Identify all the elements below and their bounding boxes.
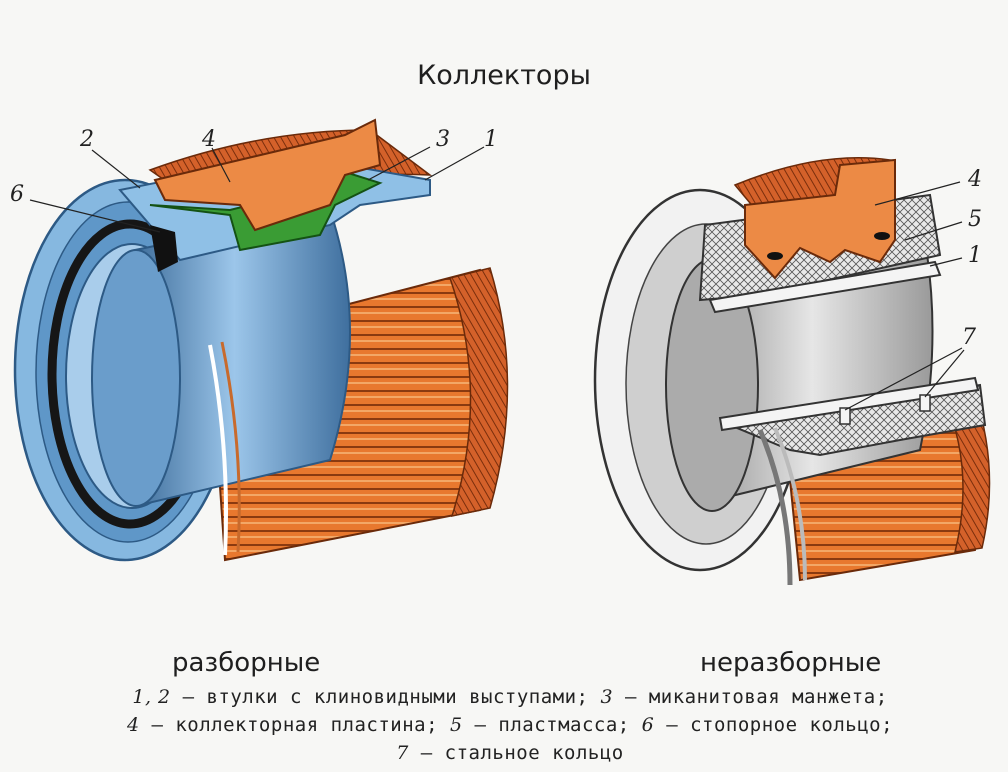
legend-key: 3 (600, 686, 614, 708)
copper-plate-section (153, 118, 382, 232)
callout-1: 1 (484, 127, 498, 152)
legend-key: 1, 2 (132, 686, 171, 708)
legend-text: – стальное кольцо (408, 742, 624, 764)
callout-3: 3 (436, 127, 450, 152)
steel-ring-a (839, 407, 851, 425)
non-dismountable-collector-drawing: 4 5 1 7 (593, 157, 991, 586)
legend-line-1: 1, 2 – втулки с клиновидными выступами; … (40, 686, 980, 708)
callout-5: 5 (968, 207, 982, 232)
legend-text: – коллекторная пластина; (139, 714, 450, 736)
legend-key: 4 (126, 714, 140, 736)
steel-sleeve-upper (708, 260, 942, 314)
callout-4: 4 (201, 127, 216, 152)
steel-sleeve-lower (718, 376, 980, 432)
steel-ring-b (919, 394, 931, 412)
legend-key: 5 (449, 714, 463, 736)
legend-text: – пластмасса; (462, 714, 642, 736)
legend-line-2: 4 – коллекторная пластина; 5 – пластмасс… (40, 714, 980, 736)
callout-7: 7 (962, 325, 976, 350)
caption-dismountable: разборные (172, 648, 321, 678)
copper-plate-upper (744, 158, 896, 280)
legend-text: – миканитовая манжета; (613, 686, 888, 708)
legend-line-3: 7 – стальное кольцо (40, 742, 980, 764)
legend-key: 6 (641, 714, 655, 736)
copper-segments-end (449, 267, 509, 517)
legend-text: – втулки с клиновидными выступами; (170, 686, 601, 708)
caption-non-dismountable: неразборные (700, 648, 882, 678)
callout-4-right: 4 (967, 167, 982, 192)
page-title: Коллекторы (417, 60, 591, 91)
callout-2: 2 (79, 127, 94, 152)
legend-key: 7 (396, 742, 409, 764)
dismountable-collector-drawing: 2 4 3 1 6 (10, 118, 509, 562)
callout-6: 6 (10, 182, 24, 207)
callout-1-right: 1 (968, 243, 982, 268)
legend-text: – стопорное кольцо; (654, 714, 894, 736)
